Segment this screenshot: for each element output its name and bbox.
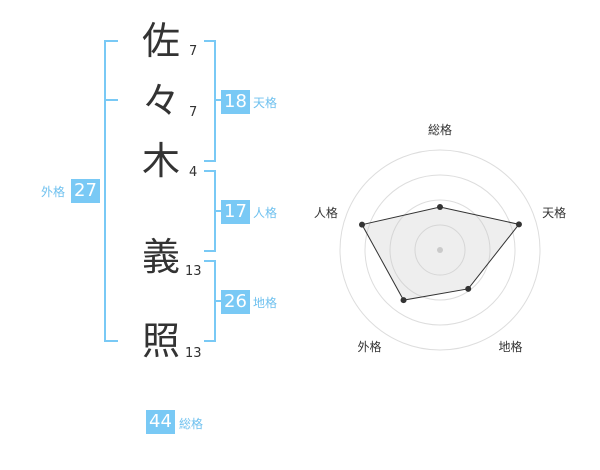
stroke-count-5: 13 [185, 346, 202, 361]
jinkaku-label: 人格 [253, 206, 278, 220]
radar-axis-label: 天格 [542, 205, 566, 220]
radar-axis-label: 外格 [357, 339, 381, 354]
radar-ring [389, 199, 491, 301]
radar-point [400, 297, 407, 304]
radar-data-polygon [361, 206, 520, 301]
radar-point [515, 221, 522, 228]
radar-point [359, 221, 366, 228]
gaikaku-value: 27 [71, 179, 100, 203]
name-char-5: 照 [141, 319, 180, 363]
bracket-tick [214, 210, 222, 212]
stroke-count-4: 13 [185, 264, 202, 279]
bracket-tick [104, 99, 118, 101]
radar-point [465, 285, 472, 292]
chikaku-label: 地格 [253, 296, 278, 310]
name-char-1: 佐 [141, 19, 180, 63]
radar-axis-label: 人格 [314, 205, 338, 220]
radar-axis-label: 総格 [428, 122, 452, 137]
gaikaku-label: 外格 [41, 185, 66, 199]
bracket-tick [214, 300, 222, 302]
soukaku-value: 44 [146, 410, 175, 434]
radar-ring [339, 149, 541, 351]
soukaku-label: 総格 [179, 417, 204, 431]
radar-point [437, 204, 443, 210]
tenkaku-bracket [204, 40, 216, 162]
name-char-4: 義 [141, 235, 180, 279]
radar-center [437, 247, 443, 253]
gaikaku-bracket [104, 40, 118, 342]
tenkaku-label: 天格 [253, 96, 278, 110]
radar-axis-label: 地格 [499, 339, 523, 354]
jinkaku-value: 17 [221, 200, 250, 224]
stroke-count-3: 4 [189, 165, 198, 180]
name-char-3: 木 [141, 139, 180, 183]
radar-ring [364, 174, 516, 326]
radar-ring [414, 224, 466, 276]
stroke-count-1: 7 [189, 44, 198, 59]
chikaku-value: 26 [221, 290, 250, 314]
name-char-2: 々 [141, 79, 180, 123]
tenkaku-value: 18 [221, 90, 250, 114]
stroke-count-2: 7 [189, 105, 198, 120]
bracket-tick [214, 99, 222, 101]
